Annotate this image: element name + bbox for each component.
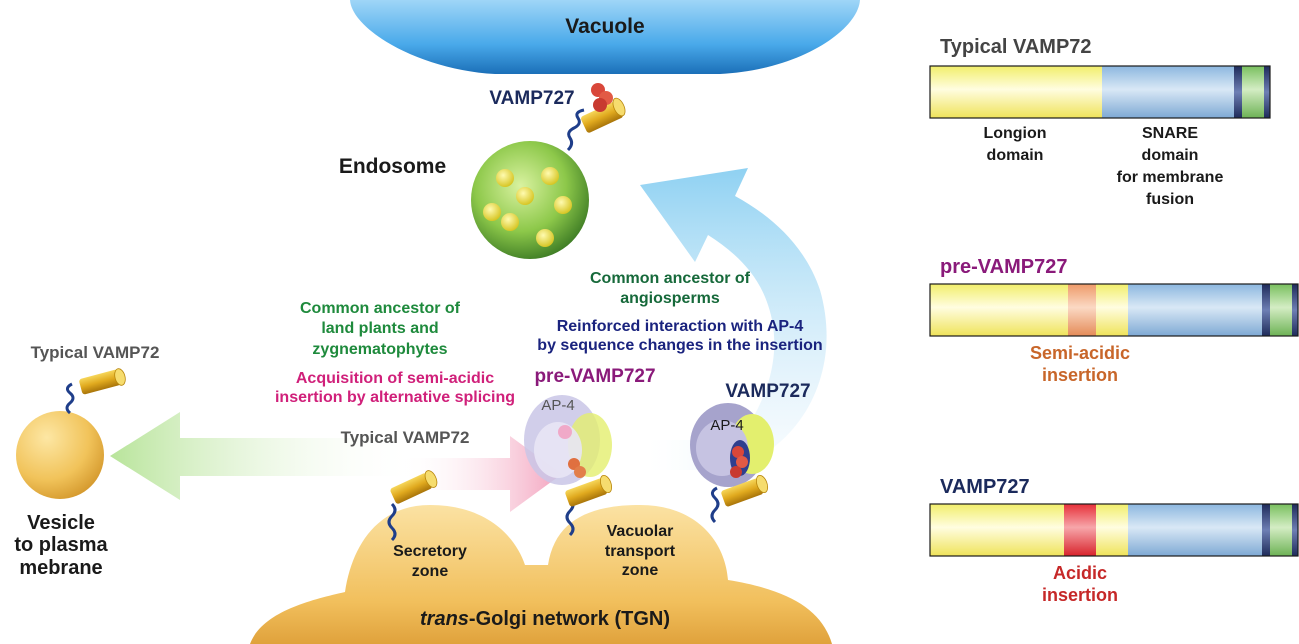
sec-tm-wire — [387, 502, 397, 542]
vacuolar-zone-line-3: zone — [621, 562, 659, 580]
snare-line-3: for membrane — [1116, 168, 1224, 186]
vamp727-domain-title: VAMP727 — [940, 476, 1030, 498]
tgn-label-rest: -Golgi network (TGN) — [468, 608, 670, 630]
ap4-note: Reinforced interaction with AP-4 by sequ… — [512, 317, 848, 355]
splicing-note-line-1: Acquisition of semi-acidic — [295, 370, 495, 387]
angiosperms-note-line-1: Common ancestor of — [589, 270, 750, 287]
semi-acidic-label: Semi-acidic insertion — [1010, 343, 1150, 386]
tgn-body — [250, 505, 832, 644]
semi-acidic-line-1: Semi-acidic — [1029, 343, 1131, 363]
splicing-note: Acquisition of semi-acidic insertion by … — [255, 369, 535, 407]
green-arrow — [110, 412, 420, 500]
v727-tm-wire — [710, 486, 720, 524]
typical-vamp72-mid-label: Typical VAMP72 — [340, 428, 470, 447]
vesicle-label: Vesicle to plasma mebrane — [2, 512, 120, 579]
vesicle-line-1: Vesicle — [27, 512, 95, 534]
vesicle-line-3: mebrane — [19, 556, 103, 579]
longin-label: Longion domain — [970, 123, 1060, 166]
acidic-line-2: insertion — [1041, 584, 1118, 605]
pre-domain-bar — [929, 283, 1299, 337]
typical-domain-bar — [929, 65, 1271, 119]
endosome-dots — [483, 167, 572, 247]
vacuolar-zone-line-2: transport — [604, 542, 676, 560]
vamp727-top-label: VAMP727 — [489, 88, 575, 109]
longin-line-1: Longion — [983, 125, 1047, 142]
endosome-label: Endosome — [338, 155, 447, 178]
land-plants-note: Common ancestor of land plants and zygne… — [270, 299, 490, 360]
snare-label: SNARE domain for membrane fusion — [1100, 123, 1240, 211]
longin-line-2: domain — [986, 146, 1044, 164]
vacuolar-zone-line-1: Vacuolar — [606, 523, 674, 540]
angiosperms-note: Common ancestor of angiosperms — [560, 269, 780, 309]
tgn-label: trans-Golgi network (TGN) — [390, 608, 700, 630]
pink-arrow — [400, 436, 562, 512]
vacuole-label: Vacuole — [565, 15, 645, 38]
top-tm-wire — [566, 108, 585, 152]
land-plants-note-line-2: land plants and — [321, 320, 439, 338]
blue-arrow — [640, 168, 827, 450]
semi-acidic-line-2: insertion — [1041, 364, 1118, 385]
vesicle-line-2: to plasma — [14, 534, 108, 557]
snare-line-1: SNARE — [1141, 125, 1198, 142]
snare-line-2: domain — [1141, 146, 1199, 164]
plasma-vesicle — [16, 411, 104, 499]
vamp727-domain-bar — [929, 503, 1299, 557]
acidic-label: Acidic insertion — [1020, 563, 1140, 606]
vamp727-mid-label: VAMP727 — [725, 381, 811, 402]
acidic-line-1: Acidic — [1052, 563, 1108, 583]
pre-domain-title: pre-VAMP727 — [940, 256, 1068, 278]
typical-domain-title: Typical VAMP72 — [940, 36, 1092, 58]
left-tm-wire — [65, 382, 75, 415]
vacuole-shape — [350, 0, 860, 74]
vacuolar-zone-label: Vacuolar transport zone — [585, 522, 695, 581]
secretory-zone-label: Secretory zone — [380, 542, 480, 582]
pre-vamp727-label: pre-VAMP727 — [534, 366, 656, 387]
splicing-note-line-2: insertion by alternative splicing — [274, 389, 516, 407]
secretory-zone-line-1: Secretory — [393, 543, 467, 560]
secretory-zone-line-2: zone — [411, 563, 449, 580]
tgn-label-italic: trans — [420, 608, 469, 630]
snare-line-4: fusion — [1146, 190, 1194, 208]
typical-vamp72-left-label: Typical VAMP72 — [30, 343, 160, 362]
ap4-pre-label: AP-4 — [541, 397, 575, 414]
angiosperms-note-line-2: angiosperms — [620, 290, 720, 307]
land-plants-note-line-1: Common ancestor of — [299, 300, 460, 317]
ap4-v727-label: AP-4 — [710, 417, 744, 434]
ap4-note-line-1: Reinforced interaction with AP-4 — [556, 318, 804, 335]
land-plants-note-line-3: zygnematophytes — [312, 340, 448, 358]
ap4-note-line-2: by sequence changes in the insertion — [537, 337, 823, 355]
